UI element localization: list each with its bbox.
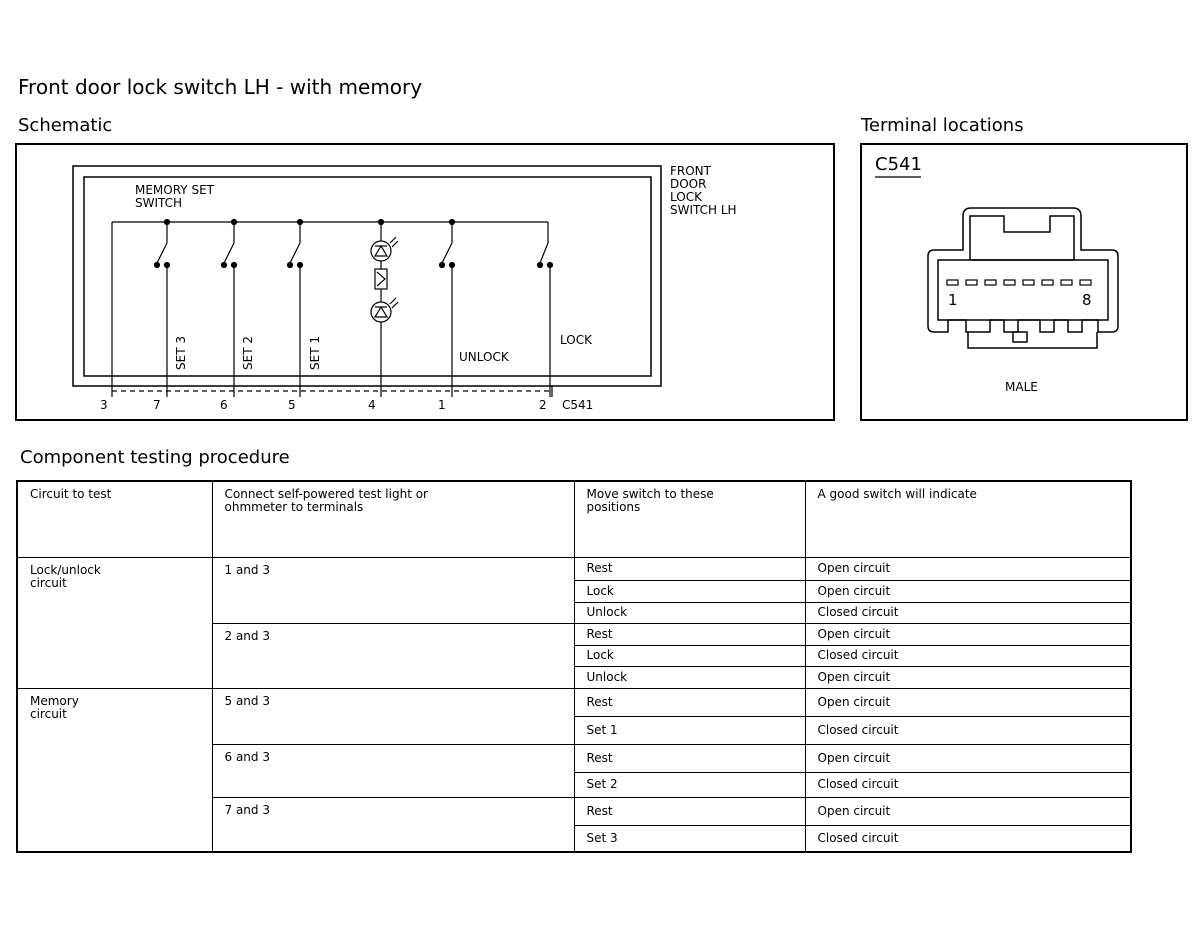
pin-label: 6 xyxy=(220,398,228,412)
result-cell: Closed circuit xyxy=(804,771,1132,798)
terminal-cell: 7 and 3 xyxy=(211,796,575,853)
circuit-cell: Memory circuit xyxy=(16,687,213,853)
position-cell: Rest xyxy=(573,622,806,646)
connector-label: C541 xyxy=(562,398,593,412)
result-cell: Open circuit xyxy=(804,687,1132,717)
header-indication: A good switch will indicate xyxy=(804,480,1132,558)
table-row: Set 3 Closed circuit xyxy=(17,824,1132,853)
led-chain xyxy=(370,218,399,397)
switch-set1 xyxy=(286,218,304,397)
terminal-frame xyxy=(860,143,1188,421)
table-row: Unlock Open circuit xyxy=(17,665,1132,689)
switch-inner-box xyxy=(83,176,652,377)
schematic-diagram: SET 3 SET 2 SET 1 UNLOCK LOCK 3 7 6 5 4 … xyxy=(15,143,835,421)
terminal-cell: 2 and 3 xyxy=(211,622,575,689)
position-cell: Rest xyxy=(573,556,806,581)
circuit-label-unlock: UNLOCK xyxy=(459,350,510,364)
header-circuit: Circuit to test xyxy=(16,480,213,558)
table-row: Set 2 Closed circuit xyxy=(17,771,1132,798)
pin-label: 3 xyxy=(100,398,108,412)
result-cell: Open circuit xyxy=(804,796,1132,826)
memory-set-switch-label: MEMORY SET SWITCH xyxy=(135,183,214,210)
circuit-cell: Lock/unlock circuit xyxy=(16,556,213,689)
terminal-heading: Terminal locations xyxy=(861,115,1024,136)
table-header-row: Circuit to test Connect self-powered tes… xyxy=(16,480,1132,558)
pin-label: 1 xyxy=(438,398,446,412)
switch-set2 xyxy=(220,218,238,397)
result-cell: Open circuit xyxy=(804,556,1132,581)
pin-label: 7 xyxy=(153,398,161,412)
terminal-cell: 5 and 3 xyxy=(211,687,575,745)
result-cell: Open circuit xyxy=(804,743,1132,773)
table-row: Memory circuit 5 and 3 Rest Open circuit xyxy=(16,687,1132,853)
terminal-diagram: C541 1 8 MALE xyxy=(860,143,1188,421)
schematic-heading: Schematic xyxy=(18,115,113,136)
result-cell: Open circuit xyxy=(804,622,1132,646)
position-cell: Rest xyxy=(573,796,806,826)
result-cell: Closed circuit xyxy=(804,601,1132,624)
position-cell: Set 2 xyxy=(573,771,806,798)
schematic-frame xyxy=(15,143,835,421)
terminal-cell: 6 and 3 xyxy=(211,743,575,798)
circuit-label-set3: SET 3 xyxy=(174,336,188,370)
pin-slots xyxy=(946,279,1092,286)
header-terminals: Connect self-powered test light or ohmme… xyxy=(211,480,575,558)
result-cell: Open circuit xyxy=(804,579,1132,603)
position-cell: Rest xyxy=(573,743,806,773)
terminal-connector-label: C541 xyxy=(875,154,922,175)
result-cell: Open circuit xyxy=(804,665,1132,689)
result-cell: Closed circuit xyxy=(804,644,1132,667)
position-cell: Set 3 xyxy=(573,824,806,853)
table-row: Lock/unlock circuit 1 and 3 Rest Open ci… xyxy=(16,556,1132,689)
table-row: 6 and 3 Rest Open circuit xyxy=(17,743,1132,798)
table-row: Set 1 Closed circuit xyxy=(17,715,1132,745)
pin-first-label: 1 xyxy=(948,291,958,309)
table-row: 7 and 3 Rest Open circuit xyxy=(17,796,1132,853)
page-title: Front door lock switch LH - with memory xyxy=(18,75,423,99)
switch-unlock xyxy=(438,218,456,397)
pin-label: 2 xyxy=(539,398,547,412)
pin-last-label: 8 xyxy=(1082,291,1092,309)
gender-label: MALE xyxy=(1005,380,1038,394)
pin-label: 4 xyxy=(368,398,376,412)
circuit-label-set1: SET 1 xyxy=(308,336,322,370)
header-positions: Move switch to these positions xyxy=(573,480,806,558)
position-cell: Unlock xyxy=(573,665,806,689)
circuit-label-set2: SET 2 xyxy=(241,336,255,370)
result-cell: Closed circuit xyxy=(804,824,1132,853)
position-cell: Rest xyxy=(573,687,806,717)
switch-lock xyxy=(536,222,554,397)
position-cell: Unlock xyxy=(573,601,806,624)
switch-outer-box xyxy=(72,165,662,387)
position-cell: Lock xyxy=(573,579,806,603)
position-cell: Set 1 xyxy=(573,715,806,745)
result-cell: Closed circuit xyxy=(804,715,1132,745)
terminal-cell: 1 and 3 xyxy=(211,556,575,624)
procedure-heading: Component testing procedure xyxy=(20,447,290,468)
position-cell: Lock xyxy=(573,644,806,667)
pin-label: 5 xyxy=(288,398,296,412)
front-door-lock-switch-label: FRONT DOOR LOCK SWITCH LH xyxy=(670,164,737,217)
connector-shape xyxy=(927,207,1119,349)
procedure-table: Circuit to test Connect self-powered tes… xyxy=(16,480,1132,853)
switch-set3 xyxy=(153,218,171,397)
circuit-label-lock: LOCK xyxy=(560,333,593,347)
